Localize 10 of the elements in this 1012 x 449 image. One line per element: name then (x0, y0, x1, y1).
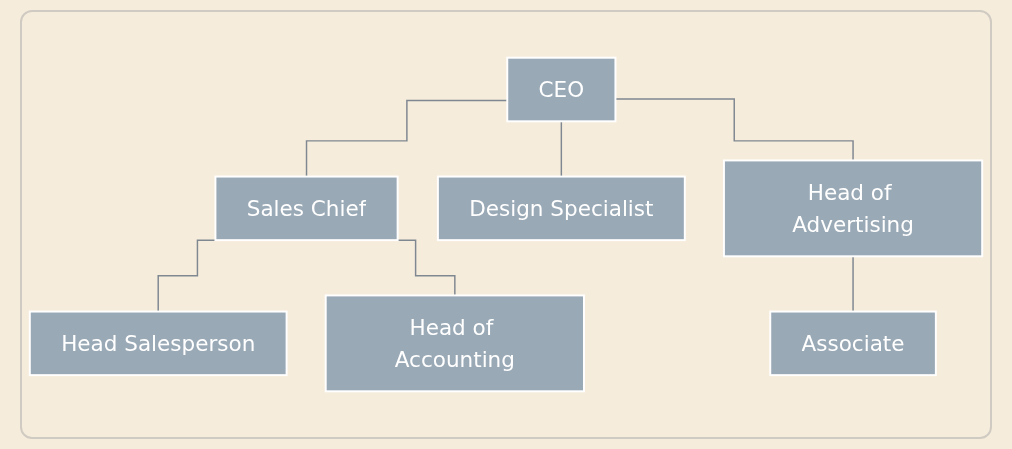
node-box: Head of Accounting (324, 294, 585, 393)
connector (560, 120, 563, 178)
node-box: Associate (769, 310, 937, 377)
node-box: Head of Advertising (722, 159, 984, 258)
node-box: Head Salesperson (28, 310, 288, 377)
node-box: CEO (506, 56, 617, 123)
connector (852, 255, 854, 313)
connector (305, 99, 508, 178)
node-box: Sales Chief (214, 175, 399, 242)
node-box: Design Specialist (436, 175, 686, 242)
